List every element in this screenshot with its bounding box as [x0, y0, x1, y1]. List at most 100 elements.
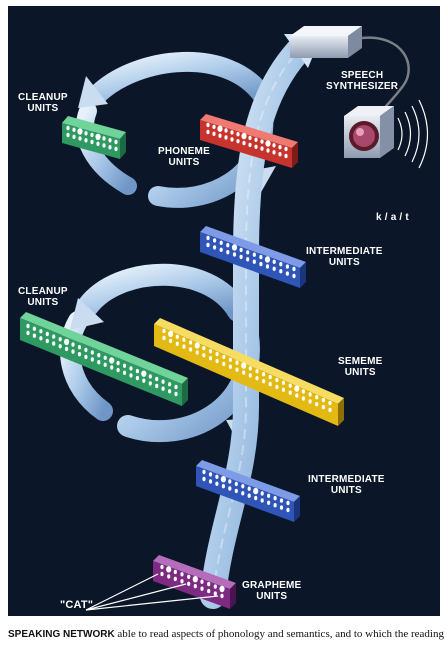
unit-dot [281, 387, 286, 392]
speech-synthesizer-label: SPEECH SYNTHESIZER [326, 70, 398, 92]
grapheme-units-label: GRAPHEME UNITS [242, 580, 301, 602]
unit-dot [217, 125, 223, 132]
unit-dot [175, 341, 179, 346]
unit-dot [97, 360, 101, 365]
unit-dot [228, 479, 232, 484]
unit-dot [315, 402, 319, 407]
unit-dot [246, 250, 250, 255]
unit-dot [162, 335, 166, 341]
unit-dot [247, 486, 251, 491]
unit-dot [103, 355, 107, 360]
unit-dot [220, 593, 224, 599]
unit-dot [279, 498, 284, 503]
input-word-label: "CAT" [60, 599, 94, 611]
diagram-panel: SPEECH SYNTHESIZER CLEANUP UNITS PHONEME… [8, 6, 440, 616]
unit-dot [328, 407, 332, 413]
unit-dot [95, 133, 101, 140]
unit-dot [90, 350, 94, 355]
unit-dot [272, 266, 276, 271]
unit-dot [285, 264, 289, 269]
sememe-units-label-line1: SEMEME [338, 356, 383, 367]
unit-dot [71, 342, 75, 347]
unit-dot [110, 365, 114, 370]
unit-dot [248, 135, 252, 141]
unit-dot [315, 395, 319, 400]
speech-synthesizer-label-line1: SPEECH [340, 70, 384, 81]
unit-dot [77, 128, 83, 135]
unit-dot [215, 358, 219, 364]
unit-dot [174, 384, 178, 390]
unit-dot [228, 364, 232, 369]
unit-dot [189, 340, 193, 345]
unit-dot [58, 344, 62, 349]
unit-dot [148, 374, 152, 379]
unit-dot [254, 495, 258, 501]
cleanup-units-top-label-line2: UNITS [27, 103, 59, 114]
unit-dot [235, 367, 239, 372]
unit-dot [206, 129, 210, 135]
bottom-loop-arrowhead-left [70, 298, 104, 330]
unit-dot [288, 390, 292, 395]
unit-dot [189, 347, 193, 352]
intermediate-units-bottom-dots [202, 469, 290, 513]
unit-dot [278, 152, 282, 157]
unit-dot [292, 273, 296, 279]
unit-dot [241, 362, 247, 369]
unit-dot [52, 341, 56, 346]
unit-dot [275, 377, 279, 383]
unit-dot [281, 380, 286, 385]
unit-dot [213, 584, 217, 589]
unit-dot [231, 244, 238, 251]
unit-dot [266, 148, 270, 153]
unit-dot [182, 344, 186, 349]
phoneme-units-label-line1: PHONEME [158, 146, 210, 157]
unit-dot [239, 254, 243, 260]
unit-dot [252, 259, 256, 264]
unit-dot [213, 245, 217, 250]
cleanup-units-bottom-label-line1: CLEANUP [18, 286, 68, 297]
unit-dot [260, 498, 264, 503]
speaker-icon [344, 106, 394, 158]
unit-dot [169, 338, 173, 344]
unit-dot [58, 337, 62, 342]
unit-dot [200, 579, 204, 584]
unit-dot [202, 346, 206, 351]
unit-dot [254, 144, 258, 149]
unit-dot [213, 238, 217, 243]
unit-dot [321, 404, 325, 410]
unit-dot [239, 247, 243, 253]
unit-dot [236, 132, 240, 137]
unit-dot [166, 566, 172, 573]
unit-dot [248, 373, 252, 378]
unit-dot [148, 381, 152, 386]
unit-dot [241, 132, 247, 140]
unit-dot [272, 150, 276, 155]
unit-dot [272, 143, 276, 148]
unit-dot [259, 254, 263, 260]
unit-dot [161, 379, 165, 384]
unit-dot [284, 153, 288, 159]
unit-dot [230, 130, 234, 135]
cleanup-units-bottom-dots [26, 323, 178, 397]
sememe-units-label: SEMEME UNITS [338, 356, 383, 378]
unit-dot [267, 500, 271, 505]
speech-synthesizer-label-line2: SYNTHESIZER [326, 81, 399, 92]
unit-dot [32, 326, 36, 331]
unit-dot [242, 140, 246, 146]
unit-dot [193, 584, 197, 589]
unit-dot [108, 145, 112, 150]
sememe-units-label-line2: UNITS [344, 367, 376, 378]
unit-dot [182, 337, 186, 342]
unit-dot [195, 350, 199, 355]
unit-dot [200, 586, 204, 591]
unit-dot [135, 368, 139, 374]
unit-dot [141, 370, 147, 377]
unit-dot [242, 370, 246, 375]
unit-dot [279, 505, 284, 510]
unit-dot [168, 389, 172, 394]
unit-dot [241, 484, 245, 489]
unit-dot [173, 576, 177, 582]
unit-dot [202, 353, 206, 358]
unit-dot [234, 488, 238, 494]
unit-dot [286, 500, 290, 506]
